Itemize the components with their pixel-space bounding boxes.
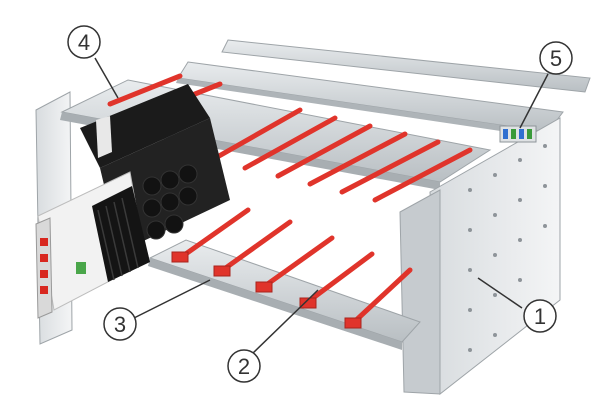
leader-5	[519, 73, 549, 129]
svg-text:5: 5	[550, 46, 562, 71]
front-connectors	[40, 238, 48, 294]
leader-3	[133, 279, 211, 319]
callout-3: 3	[103, 307, 137, 341]
callout-1: 1	[523, 299, 557, 333]
heatsink	[92, 186, 150, 282]
leader-1	[477, 277, 523, 309]
installed-modules	[35, 84, 230, 319]
side-panel-holes	[468, 144, 547, 352]
svg-text:1: 1	[534, 304, 546, 329]
svg-text:2: 2	[238, 354, 250, 379]
svg-text:3: 3	[114, 312, 126, 337]
callout-4: 4	[67, 25, 101, 59]
callout-2: 2	[227, 349, 261, 383]
svg-text:4: 4	[78, 30, 90, 55]
leader-2	[251, 289, 319, 355]
capacitors	[142, 164, 198, 240]
lower-guide-rails	[177, 207, 413, 327]
leader-4	[94, 57, 119, 99]
upper-guide-rails	[107, 73, 473, 203]
rail-clips	[171, 251, 362, 329]
terminal-block	[499, 125, 537, 143]
callout-leaders	[94, 57, 549, 355]
callout-5: 5	[539, 41, 573, 75]
